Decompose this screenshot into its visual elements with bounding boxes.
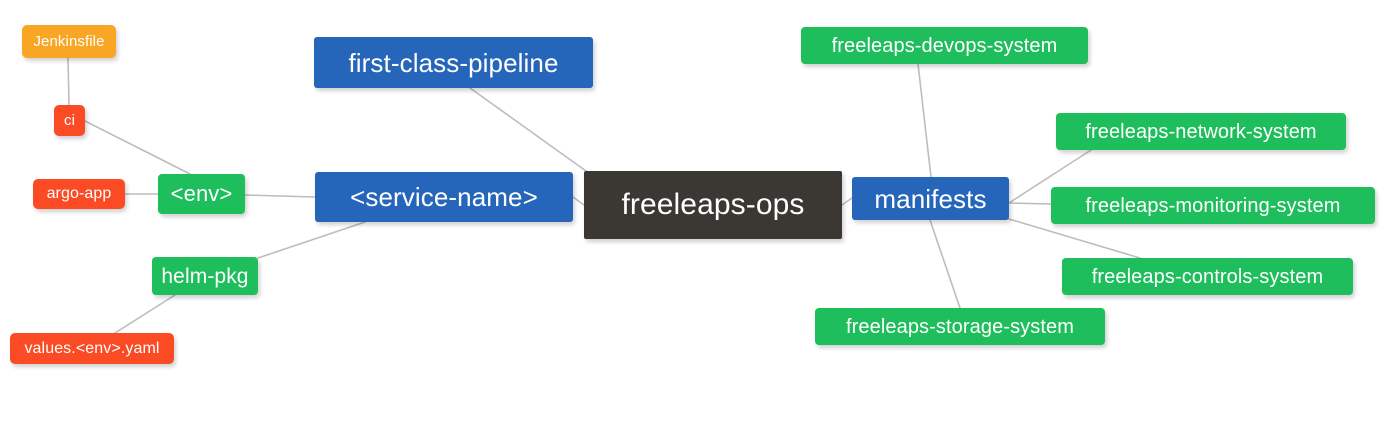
mindmap-node-monitoring[interactable]: freeleaps-monitoring-system (1051, 187, 1375, 224)
mindmap-node-env[interactable]: <env> (158, 174, 245, 214)
mindmap-edge-manifests-to-controls (1008, 218, 1141, 259)
mindmap-edge-root-to-manifests (841, 197, 853, 206)
mindmap-edge-manifests-to-storage (929, 219, 961, 309)
mindmap-node-label: ci (63, 112, 76, 129)
mindmap-node-label: <env> (170, 181, 233, 206)
mindmap-node-controls[interactable]: freeleaps-controls-system (1062, 258, 1353, 295)
mindmap-node-label: freeleaps-storage-system (845, 315, 1075, 338)
mindmap-edge-root-to-pipeline (469, 87, 594, 177)
mindmap-node-label: <service-name> (350, 182, 538, 212)
mindmap-node-label: manifests (874, 183, 987, 214)
mindmap-node-ci[interactable]: ci (54, 105, 85, 136)
mindmap-node-label: values.<env>.yaml (24, 339, 160, 357)
mindmap-node-valuesyaml[interactable]: values.<env>.yaml (10, 333, 174, 364)
mindmap-edge-root-to-service (572, 196, 585, 206)
mindmap-edge-manifests-to-network (1008, 149, 1092, 204)
mindmap-node-label: Jenkinsfile (33, 33, 105, 50)
mindmap-node-label: freeleaps-monitoring-system (1085, 194, 1341, 217)
mindmap-node-label: freeleaps-ops (621, 188, 805, 221)
mindmap-node-root[interactable]: freeleaps-ops (584, 171, 842, 239)
mindmap-edge-manifests-to-monitoring (1008, 202, 1052, 205)
mindmap-edge-manifests-to-devops (917, 63, 932, 178)
mindmap-node-devops[interactable]: freeleaps-devops-system (801, 27, 1088, 64)
mindmap-edge-ci-to-jenkinsfile (67, 57, 70, 106)
mindmap-node-label: freeleaps-devops-system (831, 34, 1058, 57)
mindmap-edge-service-to-env (244, 194, 316, 198)
mindmap-node-label: helm-pkg (161, 264, 249, 288)
mindmap-edge-service-to-helmpkg (257, 221, 366, 259)
mindmap-node-label: argo-app (46, 185, 112, 202)
mindmap-node-service[interactable]: <service-name> (315, 172, 573, 222)
mindmap-node-manifests[interactable]: manifests (852, 177, 1009, 220)
mindmap-node-label: first-class-pipeline (348, 47, 559, 78)
mindmap-node-storage[interactable]: freeleaps-storage-system (815, 308, 1105, 345)
mindmap-node-label: freeleaps-controls-system (1091, 265, 1324, 288)
mindmap-edge-helmpkg-to-valuesyaml (114, 294, 176, 334)
mindmap-node-pipeline[interactable]: first-class-pipeline (314, 37, 593, 88)
mindmap-edge-env-to-ci (84, 120, 191, 175)
mindmap-node-jenkinsfile[interactable]: Jenkinsfile (22, 25, 116, 58)
mindmap-node-label: freeleaps-network-system (1085, 120, 1317, 143)
mindmap-node-helmpkg[interactable]: helm-pkg (152, 257, 258, 295)
mindmap-node-network[interactable]: freeleaps-network-system (1056, 113, 1346, 150)
mindmap-node-argoapp[interactable]: argo-app (33, 179, 125, 209)
